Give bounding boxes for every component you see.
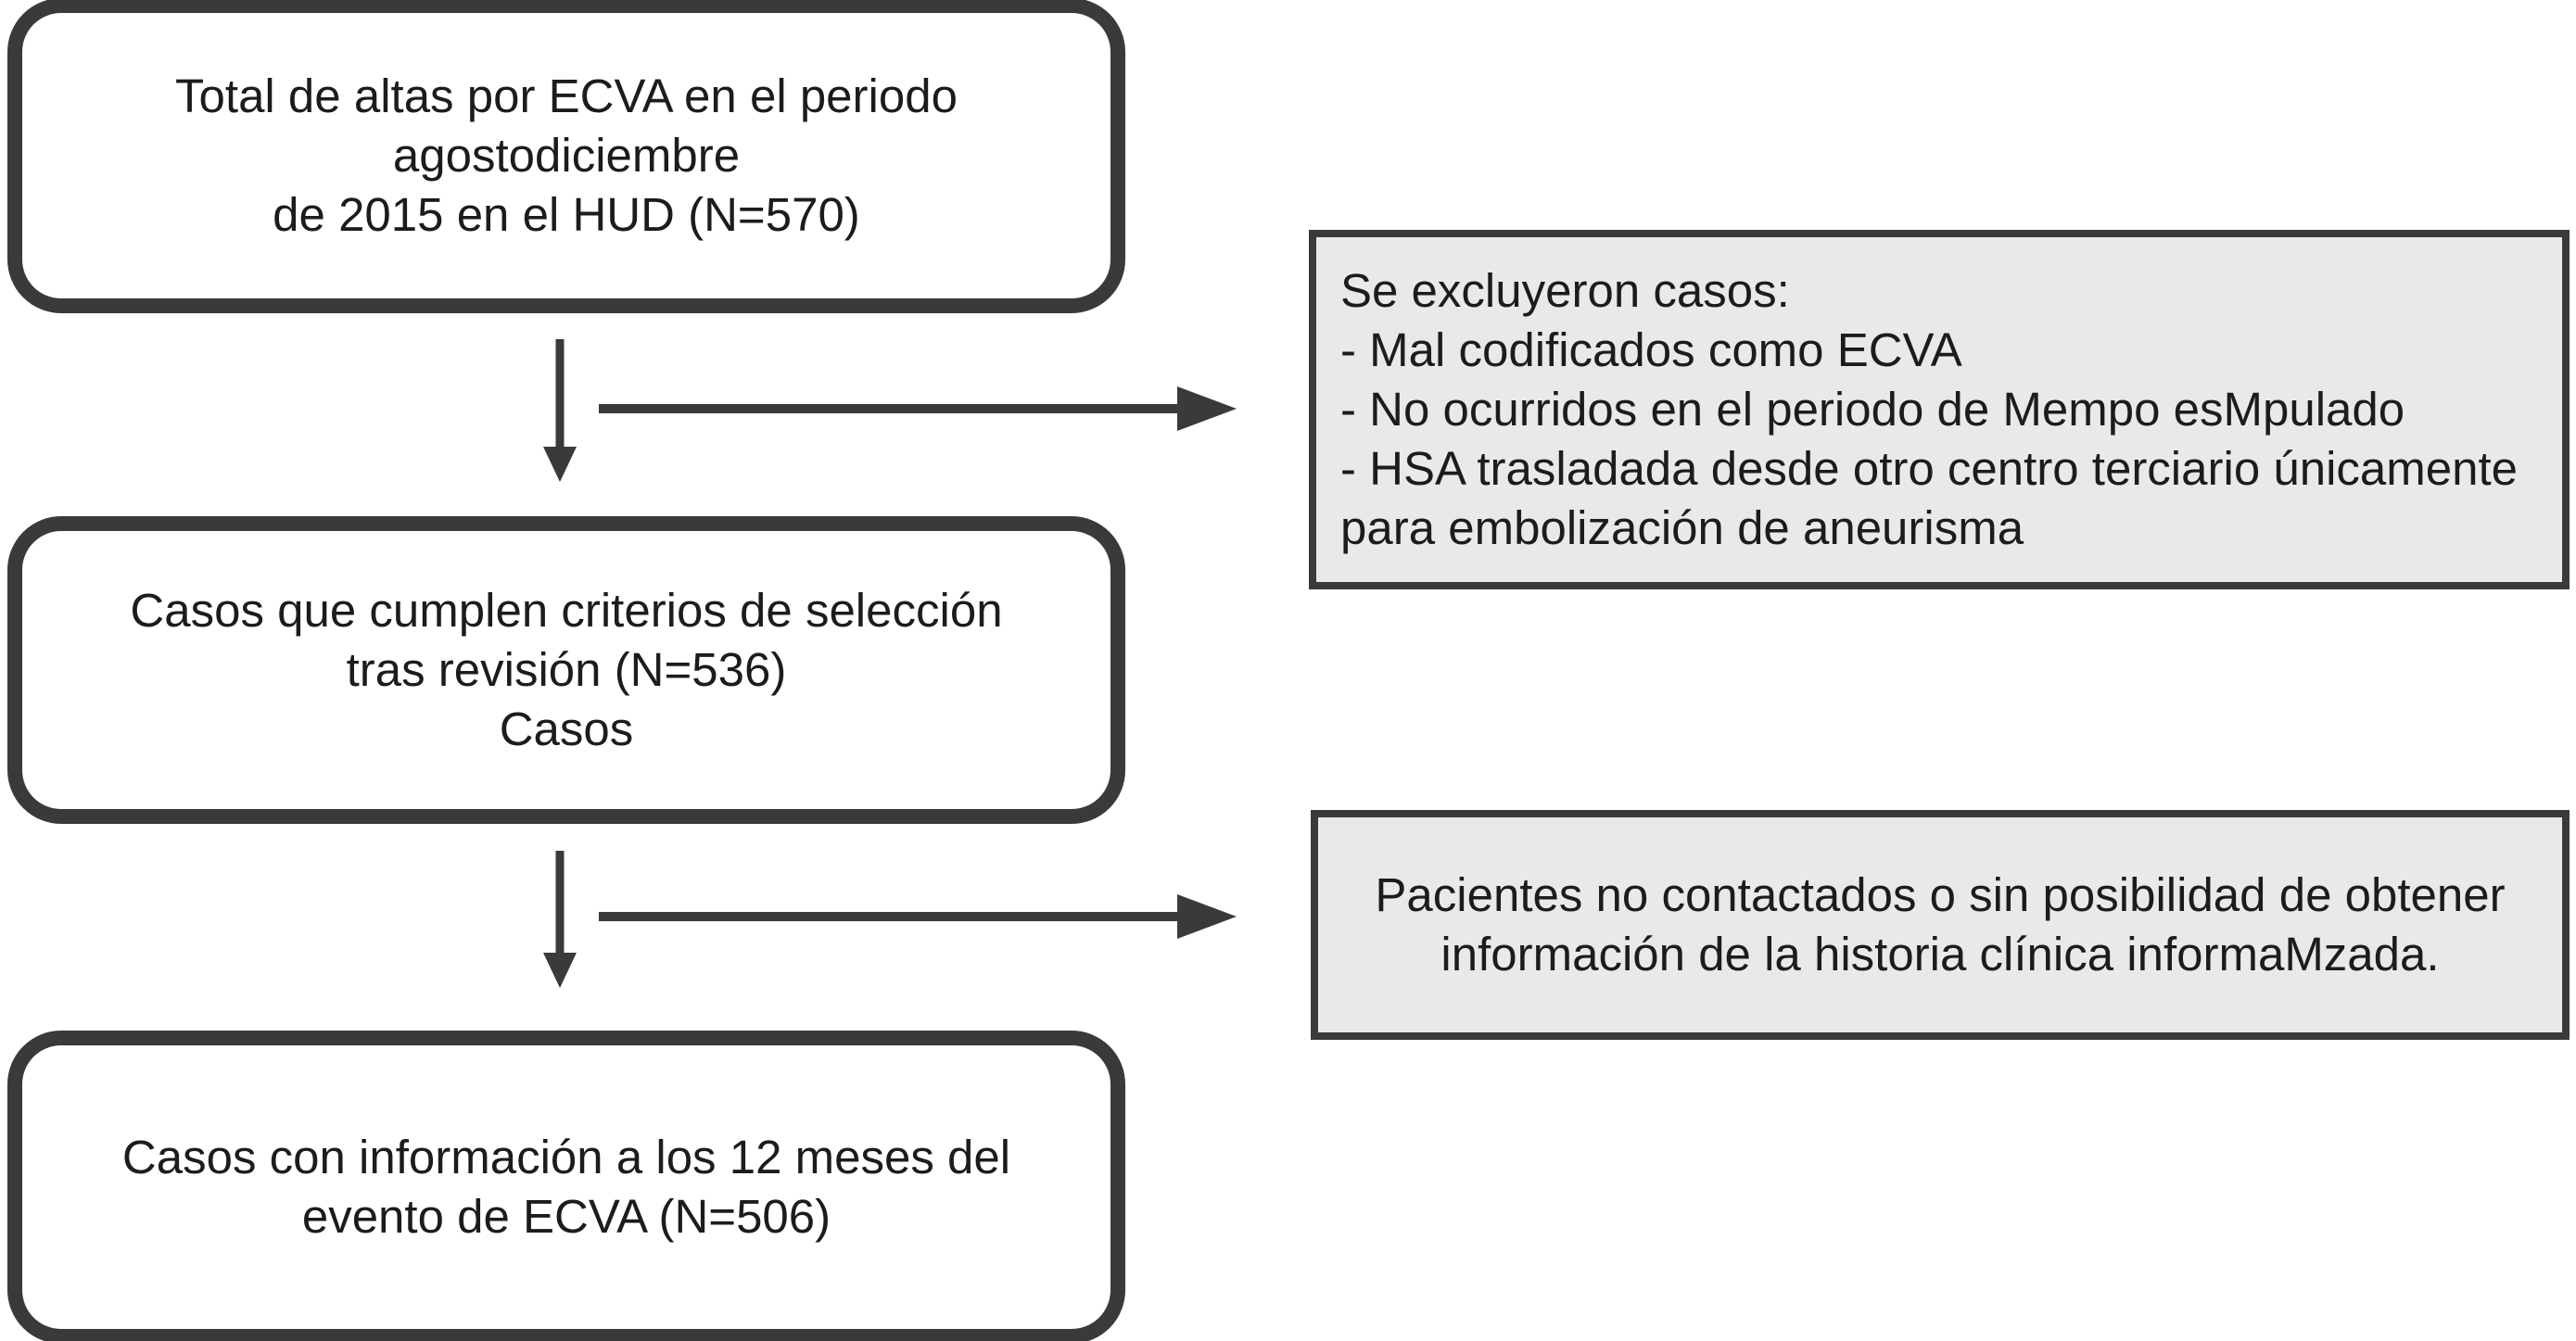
exclusion-box-2: Pacientes no contactados o sin posibilid… [1311, 810, 2570, 1040]
flow-box-info-12-meses: Casos con información a los 12 meses del… [7, 1031, 1125, 1341]
exclusion-box-1-text: Se excluyeron casos: - Mal codificados c… [1340, 264, 2519, 554]
arrow-down-2-icon [543, 851, 577, 988]
exclusion-box-1: Se excluyeron casos: - Mal codificados c… [1309, 230, 2570, 589]
arrow-right-2-icon [599, 894, 1237, 939]
flow-box-criterios-seleccion-text: Casos que cumplen criterios de selección… [130, 584, 1003, 755]
flow-box-total-altas: Total de altas por ECVA en el periodo ag… [7, 0, 1125, 313]
arrow-right-1-icon [599, 386, 1237, 431]
flow-box-total-altas-text: Total de altas por ECVA en el periodo ag… [175, 70, 958, 241]
flow-box-info-12-meses-text: Casos con información a los 12 meses del… [121, 1131, 1011, 1243]
flow-box-criterios-seleccion: Casos que cumplen criterios de selección… [7, 516, 1125, 824]
arrow-down-1-icon [543, 339, 577, 482]
exclusion-box-2-text: Pacientes no contactados o sin posibilid… [1375, 868, 2506, 980]
